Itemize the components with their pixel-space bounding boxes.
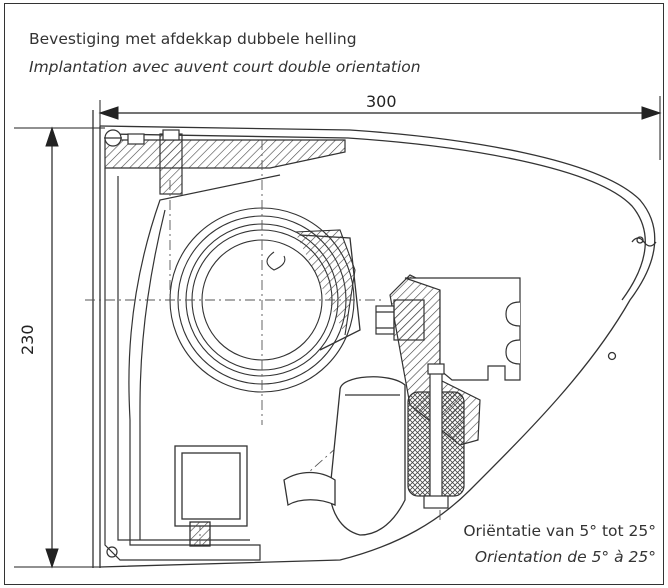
motor-block <box>174 445 248 547</box>
top-bracket <box>104 129 346 195</box>
orientation-note-dutch: Oriëntatie van 5° tot 25° <box>463 522 656 540</box>
drawing-frame <box>4 3 664 585</box>
wall <box>92 110 101 568</box>
height-dimension <box>14 126 105 569</box>
cassette-cover <box>99 125 657 568</box>
orientation-note-french: Orientation de 5° à 25° <box>474 548 656 566</box>
height-dimension-label: 230 <box>18 324 37 355</box>
width-dimension-label: 300 <box>366 92 397 111</box>
width-dimension <box>98 96 662 160</box>
title-dutch: Bevestiging met afdekkap dubbele helling <box>29 30 357 48</box>
damper-block <box>407 363 465 509</box>
front-bar <box>283 376 406 536</box>
title-french: Implantation avec auvent court double or… <box>29 58 421 76</box>
